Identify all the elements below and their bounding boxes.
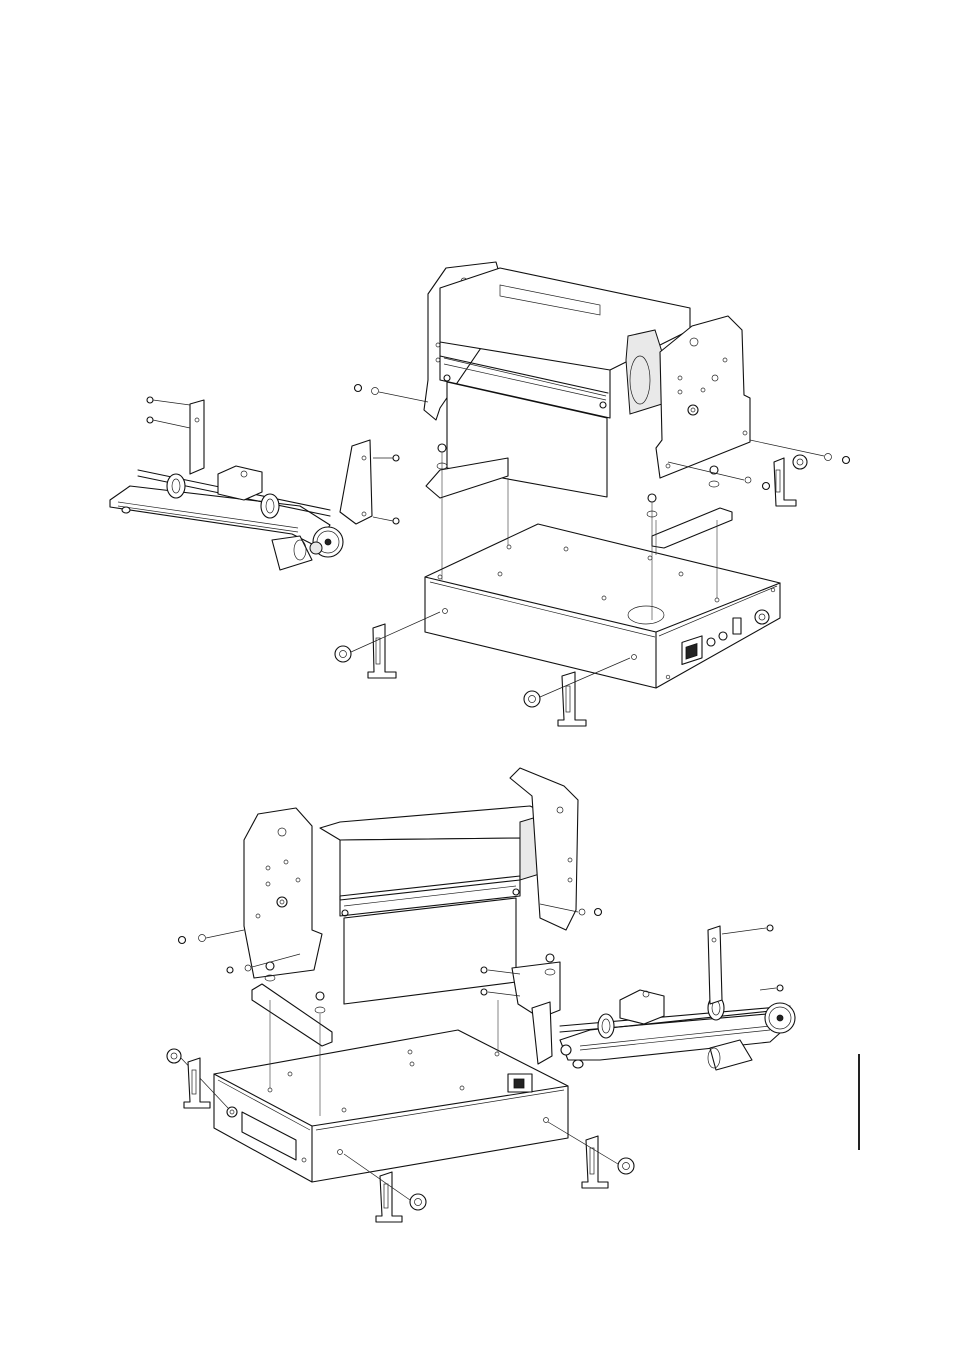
knob-icon [793, 455, 807, 469]
screw-icon [373, 517, 399, 524]
screw-icon [760, 985, 783, 991]
page-edge-rule [858, 1054, 860, 1150]
upper-exploded-view [110, 262, 850, 726]
screw-icon [147, 417, 190, 428]
mounting-foot-icon [368, 624, 396, 678]
screw-icon [147, 397, 190, 405]
lower-exploded-view [167, 768, 795, 1222]
lower-print-unit [244, 768, 578, 1046]
lower-feed-mechanism [532, 926, 795, 1070]
screw-icon [373, 455, 399, 461]
upper-feed-mechanism [110, 400, 372, 570]
mounting-foot-icon [184, 1058, 210, 1108]
upper-base-enclosure [425, 524, 780, 688]
screw-icon [709, 466, 719, 487]
screw-icon [355, 385, 429, 403]
knob-icon [335, 612, 440, 662]
screw-icon [179, 930, 245, 944]
mounting-foot-icon [558, 672, 586, 726]
screw-icon [722, 925, 773, 934]
upper-print-unit [424, 262, 750, 548]
lower-base-enclosure [214, 1030, 568, 1182]
mounting-foot-icon [582, 1136, 608, 1188]
screw-icon [481, 989, 520, 996]
mounting-foot-icon [376, 1172, 402, 1222]
mounting-foot-icon [774, 458, 796, 506]
screw-icon [438, 444, 446, 580]
